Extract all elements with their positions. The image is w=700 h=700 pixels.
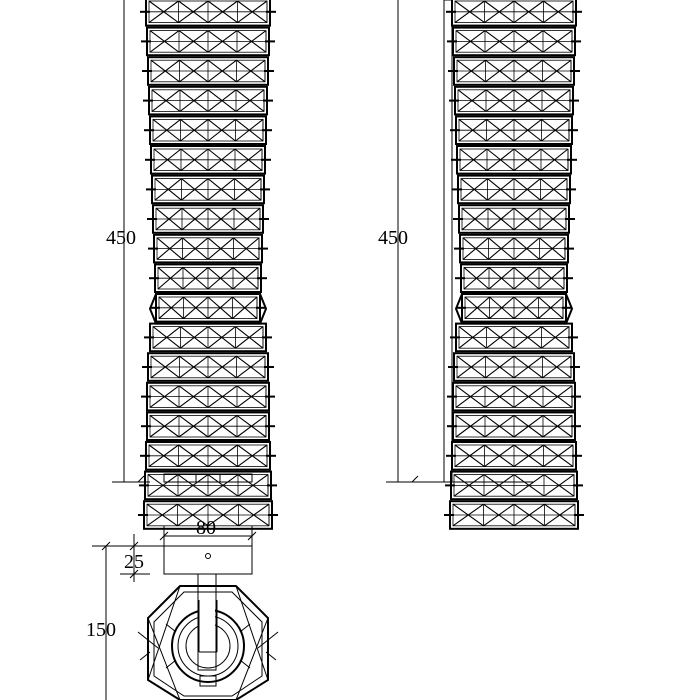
mount-arm [197, 573, 217, 671]
prong-line [139, 651, 151, 661]
crystal-band [450, 115, 578, 146]
crystal-band [140, 441, 276, 471]
crystal-band [446, 441, 582, 471]
crystal-band [451, 145, 577, 175]
crystal-band [142, 352, 274, 382]
crystal-band [146, 174, 270, 205]
crystal-band [448, 352, 580, 382]
crystal-band [452, 174, 576, 205]
outer-octagon [147, 585, 269, 700]
front-crystal-column [138, 0, 278, 530]
crystal-band [140, 0, 276, 27]
crystal-band [148, 233, 268, 264]
front-dimension-tick [137, 475, 145, 483]
crystal-band [448, 56, 580, 86]
socket-tab [165, 623, 177, 633]
crystal-band [455, 263, 573, 293]
crystal-band [144, 322, 272, 353]
side-view-elevation: 450 [378, 0, 584, 530]
crystal-band [450, 322, 578, 353]
crystal-band [143, 85, 273, 116]
prong-line [137, 631, 159, 649]
base-height-label: 25 [124, 551, 144, 573]
crystal-band [454, 233, 574, 264]
inner-octagon [153, 591, 263, 697]
waist-facet [454, 293, 574, 325]
wall-plate [163, 545, 253, 575]
crystal-band [445, 470, 583, 501]
side-height-label: 450 [378, 227, 408, 249]
socket-tab [239, 659, 251, 669]
facet-line [147, 585, 181, 681]
crystal-band [144, 115, 272, 146]
crystal-band [142, 56, 274, 86]
socket-tab [165, 659, 177, 669]
depth-tick-top [101, 541, 111, 551]
side-crystal-column [444, 0, 584, 530]
crystal-band [447, 26, 581, 57]
crystal-band [444, 500, 584, 530]
crystal-band [141, 26, 275, 57]
width-tick-left [159, 531, 169, 541]
crystal-band [150, 293, 266, 323]
socket-tab [239, 623, 251, 633]
crystal-band [449, 85, 579, 116]
side-dimension-tick [411, 475, 419, 483]
crystal-body-plan [137, 585, 279, 700]
side-wall-mount-plate [443, 0, 453, 483]
facet-line [235, 585, 269, 681]
crystal-band [456, 293, 572, 323]
prong-line [265, 651, 277, 661]
front-height-label: 450 [106, 227, 136, 249]
crystal-band [447, 381, 581, 412]
crystal-band [147, 204, 269, 234]
width-label: 80 [196, 517, 216, 539]
crystal-band [141, 411, 275, 441]
crystal-band [447, 411, 581, 441]
width-tick-right [247, 531, 257, 541]
facet-line [235, 617, 269, 700]
screw-hole-icon [205, 553, 211, 559]
prong-line [257, 631, 279, 649]
crystal-band [141, 381, 275, 412]
waist-facet [148, 293, 268, 325]
arm-overlap-mask [199, 600, 215, 650]
facet-line [147, 617, 181, 700]
crystal-band [145, 145, 271, 175]
crystal-band [453, 204, 575, 234]
depth-label: 150 [86, 619, 116, 641]
front-base-plate [163, 473, 253, 483]
crystal-band [149, 263, 267, 293]
base-height-tick-bottom [129, 569, 139, 579]
front-view-elevation: 450 [106, 0, 278, 530]
crystal-band [138, 500, 278, 530]
crystal-band [446, 0, 582, 27]
socket-clip [199, 675, 217, 687]
crystal-band [139, 470, 277, 501]
top-plan-view: 80 25 150 [86, 517, 279, 700]
